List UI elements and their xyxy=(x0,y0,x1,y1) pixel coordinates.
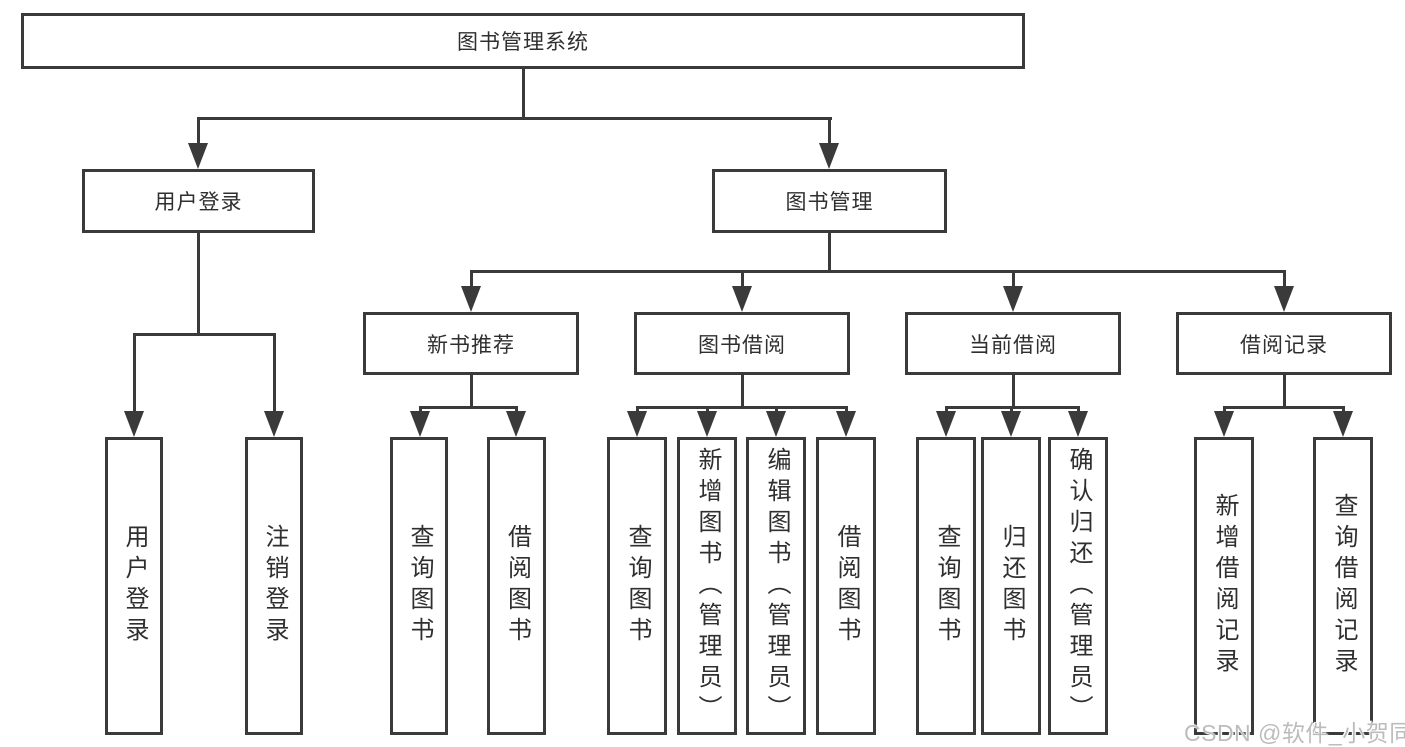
leaf-cb-confirm-return-admin-label: 确认归还（管理员） xyxy=(1065,446,1092,726)
connector-user-login-hline xyxy=(133,333,276,336)
connector-cb-confirm-stem xyxy=(1077,406,1080,414)
leaf-cb-confirm-return-admin: 确认归还（管理员） xyxy=(1048,437,1108,735)
connector-bb-edit-stem xyxy=(775,406,778,414)
leaf-bb-edit-books-admin-label: 编辑图书（管理员） xyxy=(763,446,790,726)
leaf-nb-borrow-books-label: 借阅图书 xyxy=(503,524,531,648)
leaf-cb-query-books: 查询图书 xyxy=(916,437,976,735)
node-borrow-records: 借阅记录 xyxy=(1176,312,1392,375)
csdn-watermark: CSDN @软件_小贺同学 xyxy=(1184,720,1405,746)
arrowhead-book-borrow xyxy=(732,286,752,312)
node-borrow-records-label: 借阅记录 xyxy=(1240,333,1328,357)
leaf-br-add-record: 新增借阅记录 xyxy=(1194,437,1254,735)
arrowhead-leaf-logout xyxy=(264,411,284,437)
node-book-mgmt: 图书管理 xyxy=(712,169,947,233)
leaf-user-login: 用户登录 xyxy=(105,437,163,735)
arrowhead-bb-edit xyxy=(766,411,786,437)
arrowhead-br-query xyxy=(1333,411,1353,437)
connector-leaf-login-stem xyxy=(133,333,136,413)
arrowhead-borrow-records xyxy=(1274,286,1294,312)
leaf-logout: 注销登录 xyxy=(245,437,303,735)
arrowhead-bb-borrow xyxy=(836,411,856,437)
leaf-br-query-record-label: 查询借阅记录 xyxy=(1330,493,1357,679)
connector-current-borrow-down xyxy=(1012,375,1015,409)
node-current-borrow: 当前借阅 xyxy=(905,312,1121,375)
connector-new-book-stem xyxy=(470,270,473,288)
node-root-label: 图书管理系统 xyxy=(457,31,589,54)
leaf-cb-return-books-label: 归还图书 xyxy=(998,524,1025,648)
leaf-user-login-label: 用户登录 xyxy=(121,524,148,648)
connector-user-login-stem xyxy=(197,117,200,145)
connector-bb-query-stem xyxy=(636,406,639,414)
connector-user-login-down xyxy=(197,233,200,336)
connector-level2-hline xyxy=(197,117,832,120)
connector-cb-query-stem xyxy=(945,406,948,414)
leaf-logout-label: 注销登录 xyxy=(261,524,288,648)
connector-borrow-records-stem xyxy=(1283,270,1286,288)
node-root: 图书管理系统 xyxy=(21,13,1025,69)
connector-br-query-stem xyxy=(1342,406,1345,414)
leaf-bb-add-books-admin-label: 新增图书（管理员） xyxy=(694,446,721,726)
arrowhead-leaf-login xyxy=(124,411,144,437)
leaf-bb-borrow-books: 借阅图书 xyxy=(816,437,876,735)
connector-br-add-stem xyxy=(1223,406,1226,414)
connector-book-borrow-stem xyxy=(741,270,744,288)
connector-borrow-records-hline xyxy=(1223,406,1344,409)
leaf-bb-edit-books-admin: 编辑图书（管理员） xyxy=(746,437,806,735)
connector-nb-query-stem xyxy=(419,406,422,414)
node-user-login: 用户登录 xyxy=(82,169,315,233)
node-book-borrow-label: 图书借阅 xyxy=(698,333,786,357)
arrowhead-bb-query xyxy=(627,411,647,437)
leaf-br-add-record-label: 新增借阅记录 xyxy=(1211,493,1238,679)
arrowhead-bb-add xyxy=(697,411,717,437)
leaf-bb-add-books-admin: 新增图书（管理员） xyxy=(677,437,737,735)
arrowhead-new-book xyxy=(461,286,481,312)
arrowhead-cb-query xyxy=(936,411,956,437)
leaf-nb-query-books: 查询图书 xyxy=(390,437,448,735)
leaf-cb-query-books-label: 查询图书 xyxy=(933,524,960,648)
node-new-book-label: 新书推荐 xyxy=(427,333,515,357)
connector-root-stem xyxy=(522,69,525,120)
connector-current-borrow-stem xyxy=(1012,270,1015,288)
arrowhead-book-mgmt xyxy=(819,143,839,169)
connector-book-mgmt-down xyxy=(828,233,831,272)
connector-cb-return-stem xyxy=(1010,406,1013,414)
connector-new-book-down xyxy=(470,375,473,409)
leaf-nb-query-books-label: 查询图书 xyxy=(406,524,433,648)
arrowhead-cb-confirm xyxy=(1068,411,1088,437)
leaf-bb-borrow-books-label: 借阅图书 xyxy=(833,524,860,648)
leaf-bb-query-books: 查询图书 xyxy=(607,437,667,735)
arrowhead-br-add xyxy=(1214,411,1234,437)
arrowhead-nb-borrow xyxy=(506,411,526,437)
connector-nb-borrow-stem xyxy=(515,406,518,414)
arrowhead-nb-query xyxy=(410,411,430,437)
connector-book-borrow-hline xyxy=(636,406,847,409)
node-new-book: 新书推荐 xyxy=(363,312,579,375)
connector-leaf-logout-stem xyxy=(273,333,276,413)
connector-book-mgmt-stem xyxy=(828,117,831,145)
leaf-br-query-record: 查询借阅记录 xyxy=(1313,437,1373,735)
connector-borrow-records-down xyxy=(1283,375,1286,409)
leaf-nb-borrow-books: 借阅图书 xyxy=(487,437,546,735)
leaf-bb-query-books-label: 查询图书 xyxy=(624,524,651,648)
leaf-cb-return-books: 归还图书 xyxy=(981,437,1041,735)
node-book-borrow: 图书借阅 xyxy=(634,312,850,375)
node-user-login-label: 用户登录 xyxy=(154,191,243,214)
connector-new-book-hline xyxy=(419,406,518,409)
connector-book-borrow-down xyxy=(741,375,744,409)
connector-level3-hline xyxy=(470,270,1286,273)
node-current-borrow-label: 当前借阅 xyxy=(969,333,1057,357)
arrowhead-cb-return xyxy=(1001,411,1021,437)
arrowhead-current-borrow xyxy=(1003,286,1023,312)
connector-bb-add-stem xyxy=(706,406,709,414)
connector-bb-borrow-stem xyxy=(845,406,848,414)
node-book-mgmt-label: 图书管理 xyxy=(785,191,874,214)
arrowhead-user-login xyxy=(188,143,208,169)
